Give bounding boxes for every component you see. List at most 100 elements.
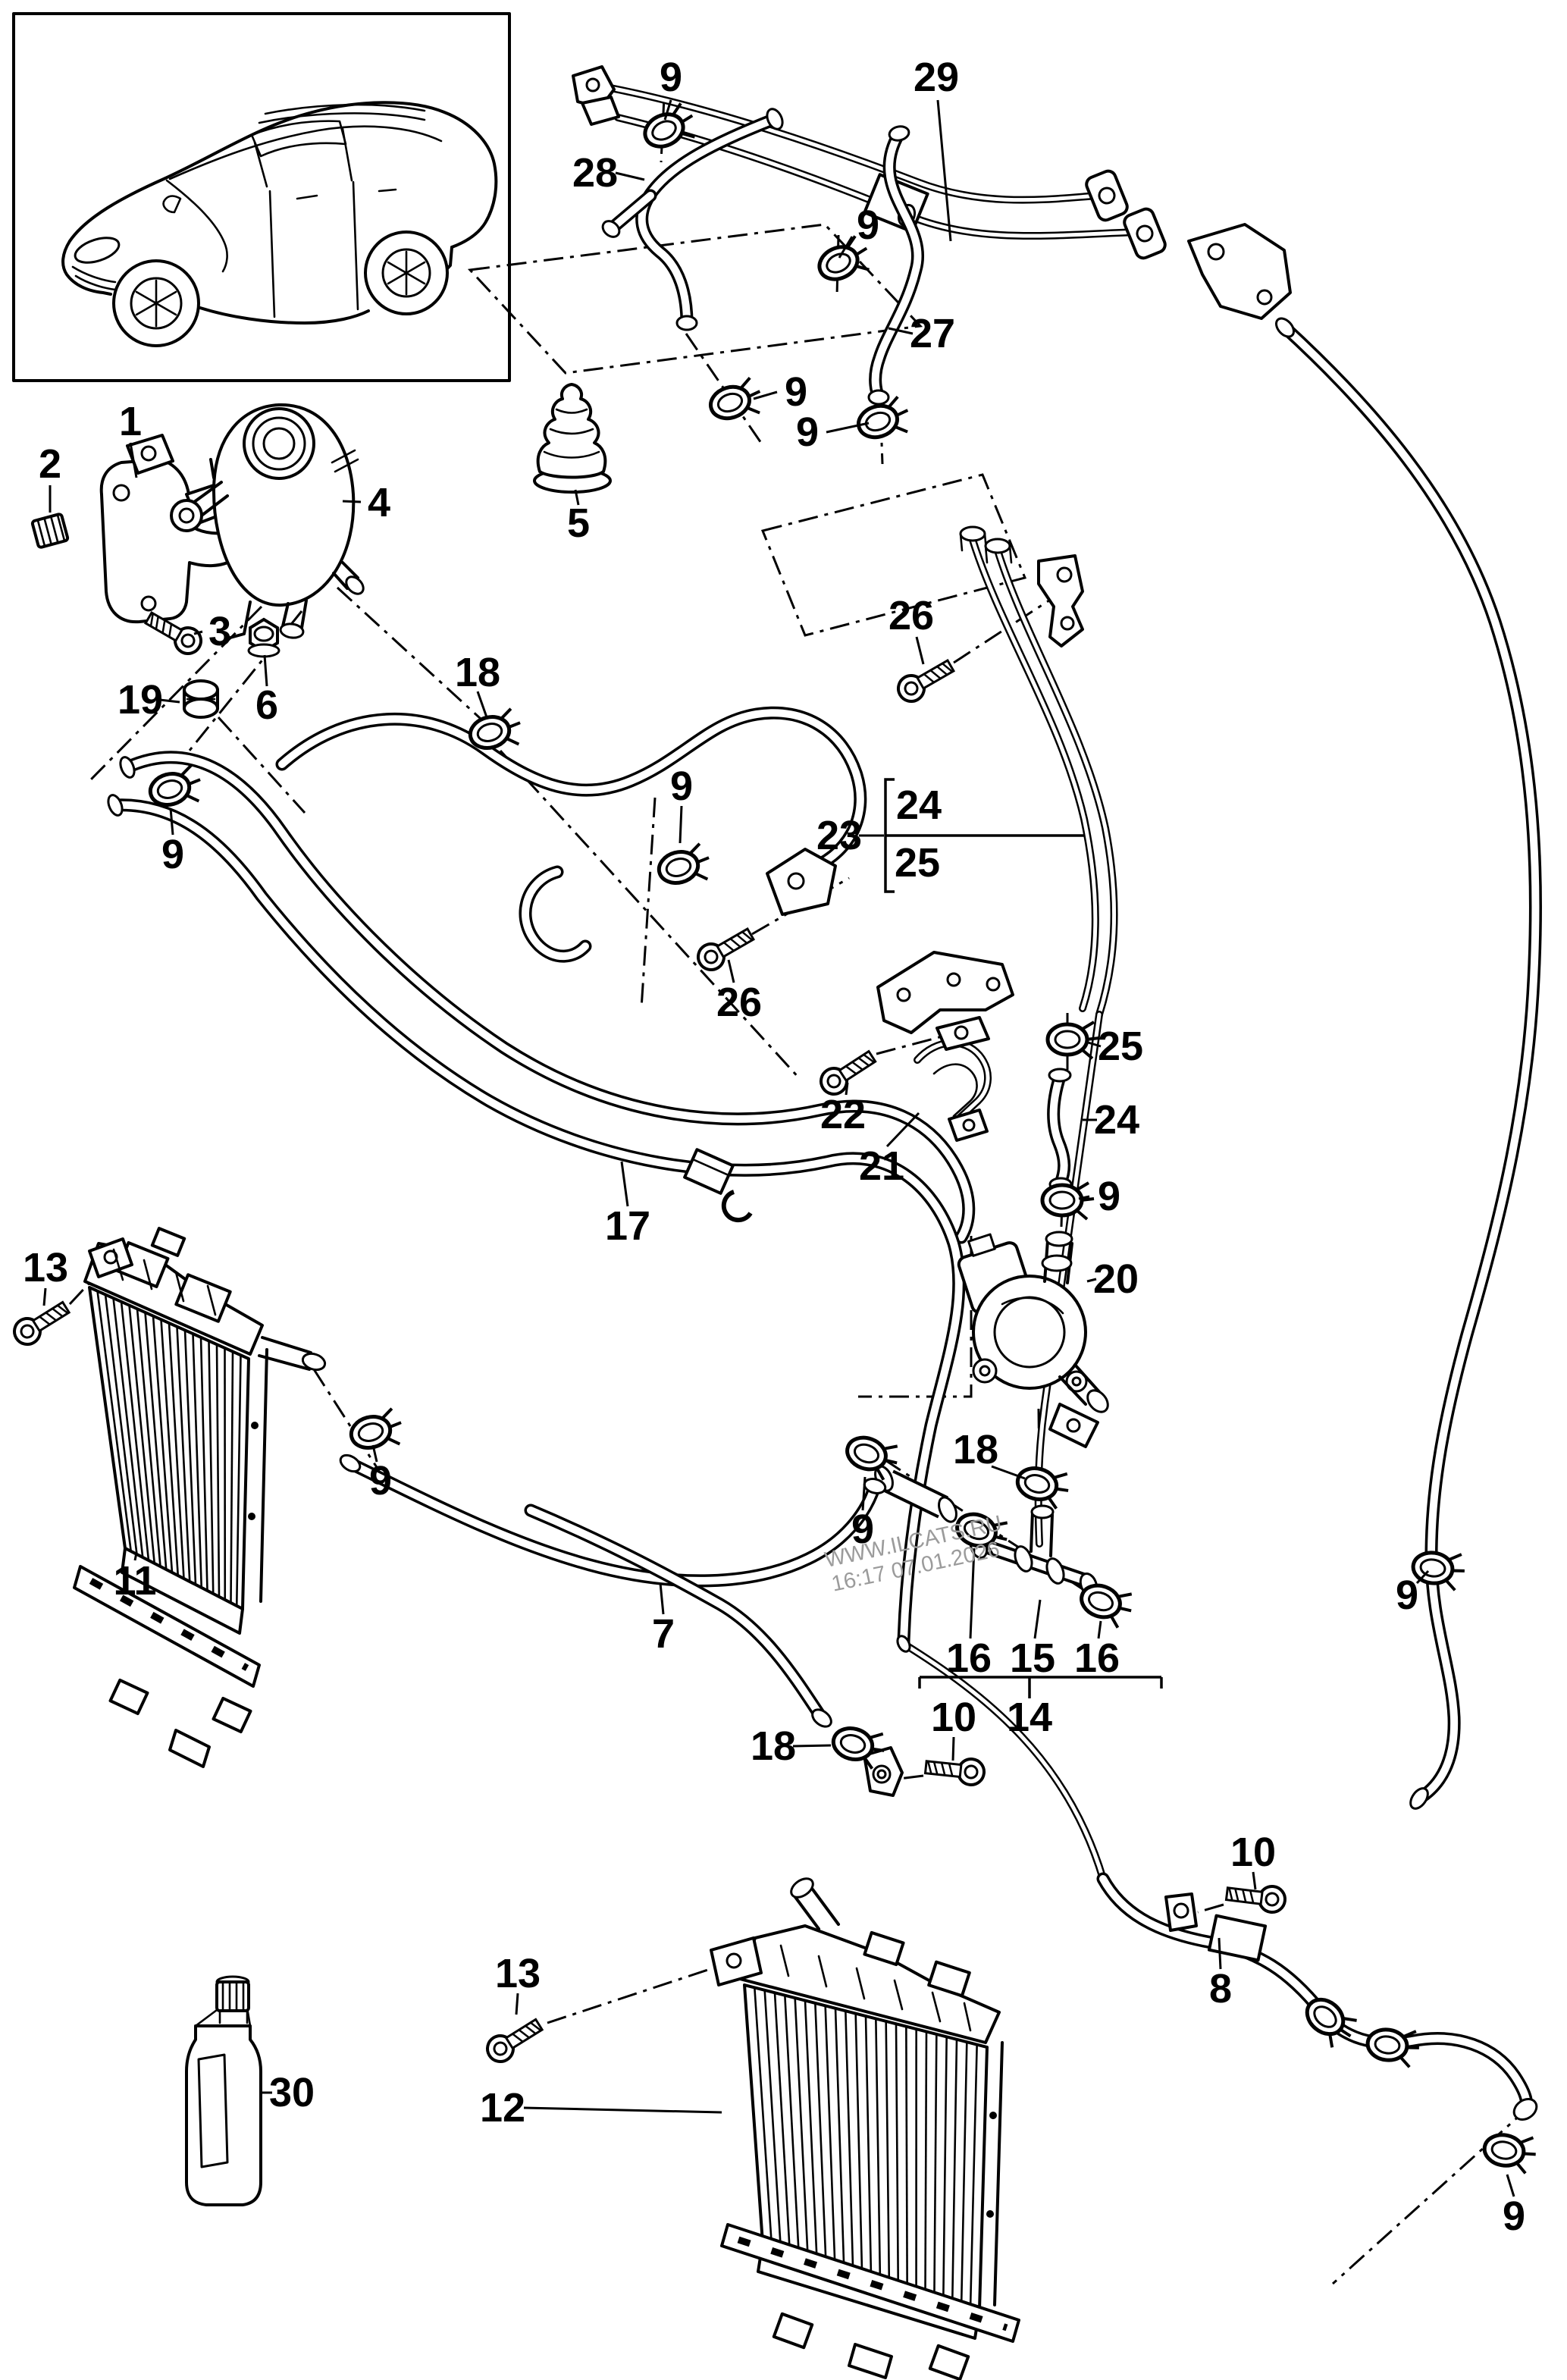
leader-9-46 [1506, 2174, 1515, 2197]
radiator-fin [96, 1290, 133, 1552]
callout-5-10: 5 [567, 500, 590, 546]
bracket-top-right [1187, 223, 1292, 320]
radiator-fin [183, 1330, 197, 1585]
mirror [162, 195, 182, 214]
radiator-fin [834, 2008, 845, 2269]
radiator-fin [120, 1301, 150, 1561]
callout-brackets [884, 778, 1163, 1698]
leader-22-22 [845, 1082, 849, 1096]
callout-3-11: 3 [208, 609, 231, 654]
leader-20-27 [1086, 1278, 1097, 1283]
part-2-clip [30, 513, 70, 549]
leader-27-4 [888, 327, 914, 335]
leader-9-0 [663, 99, 672, 121]
callout-28-2: 28 [572, 150, 618, 196]
radiator-fin [763, 1990, 782, 2249]
radiator-fin [864, 2015, 873, 2277]
callout-15-36: 15 [1010, 1635, 1055, 1681]
callout-16-37: 16 [1074, 1635, 1120, 1681]
radiator-fin [235, 1355, 242, 1607]
part-12-radiator [710, 1877, 1020, 2380]
radiator-fin [176, 1326, 191, 1582]
leader-9-3 [838, 236, 854, 259]
callout-25-19: 25 [895, 840, 940, 886]
callout-18-33: 18 [953, 1427, 998, 1472]
leader-18-14 [476, 691, 488, 718]
radiator-fin [144, 1312, 168, 1570]
leader-12-43 [523, 2106, 722, 2114]
radiator-fin [854, 2013, 863, 2274]
vehicle-illustration [61, 101, 498, 347]
radiator-fin [230, 1351, 234, 1604]
callout-11-30: 11 [113, 1558, 156, 1604]
callout-26-21: 26 [716, 980, 762, 1025]
callout-17-28: 17 [605, 1203, 650, 1249]
callout-8-41: 8 [1209, 1966, 1232, 2012]
radiator-fin [128, 1305, 156, 1564]
leader-9-26 [1078, 1195, 1090, 1200]
callout-18-14: 18 [455, 650, 500, 695]
part-7-hose [339, 1453, 887, 1728]
part-24-hose [1049, 1068, 1073, 1192]
pipe-bracket-mid [876, 951, 1014, 1034]
callout-6-12: 6 [255, 682, 278, 728]
hose-clip [683, 1148, 735, 1195]
callout-7-32: 7 [652, 1611, 675, 1657]
part-20-pump [957, 1231, 1109, 1448]
radiator-fin [199, 1337, 208, 1591]
radiator-fin [924, 2031, 928, 2294]
leader-13-29 [42, 1287, 47, 1306]
callout-27-4: 27 [910, 311, 955, 356]
callout-21-23: 21 [859, 1143, 904, 1189]
radiator-fin [845, 2011, 854, 2271]
callout-26-15: 26 [888, 593, 934, 638]
pipe-29-assembly [572, 65, 1292, 320]
leader-26-15 [915, 636, 925, 665]
part-19-grommet [183, 679, 219, 719]
screw-26-lower [691, 921, 759, 977]
radiator-fin [960, 2042, 968, 2304]
radiator-fin [942, 2037, 948, 2299]
callout-19-13: 19 [118, 677, 163, 723]
callout-9-5: 9 [785, 369, 807, 415]
leader-4-9 [342, 500, 362, 503]
radiator-fin [168, 1322, 185, 1579]
callout-14-39: 14 [1007, 1695, 1052, 1740]
radiator-fin [784, 1995, 800, 2254]
callout-10-38: 10 [931, 1695, 976, 1740]
callout-25-24: 25 [1098, 1024, 1143, 1069]
part-27-hose [867, 125, 918, 406]
leader-11-30 [133, 1552, 138, 1561]
leader-19-13 [159, 698, 180, 704]
leader-26-21 [727, 959, 735, 983]
callout-13-42: 13 [495, 1951, 541, 1996]
callout-24-18: 24 [896, 782, 942, 828]
screw-26-upper [892, 653, 959, 708]
callout-9-0: 9 [660, 55, 682, 100]
callout-9-6: 9 [796, 409, 819, 455]
c-clip [721, 1190, 753, 1223]
callout-4-9: 4 [368, 480, 390, 525]
callout-29-1: 29 [914, 55, 959, 100]
radiator-fin [885, 2021, 891, 2282]
radiator-fin [933, 2034, 938, 2296]
callout-9-34: 9 [851, 1507, 874, 1552]
bolt-13-upper [8, 1294, 74, 1351]
leader-9-34 [861, 1476, 867, 1511]
part-11-auxiliary-radiator [73, 1227, 327, 1768]
radiator-fin [215, 1344, 221, 1598]
radiator-fin [969, 2044, 978, 2307]
callout-2-8: 2 [39, 441, 61, 487]
radiator-fin [951, 2039, 958, 2302]
screw-10-left [923, 1752, 987, 1788]
callout-9-26: 9 [1098, 1174, 1120, 1219]
part-4-expansion-tank [170, 403, 365, 640]
leader-13-42 [515, 1993, 519, 2015]
radiator-fin [773, 1993, 791, 2252]
callout-23-17: 23 [816, 813, 862, 858]
callout-20-27: 20 [1093, 1256, 1139, 1302]
callout-9-16: 9 [670, 764, 693, 809]
leader-10-38 [951, 1736, 955, 1761]
